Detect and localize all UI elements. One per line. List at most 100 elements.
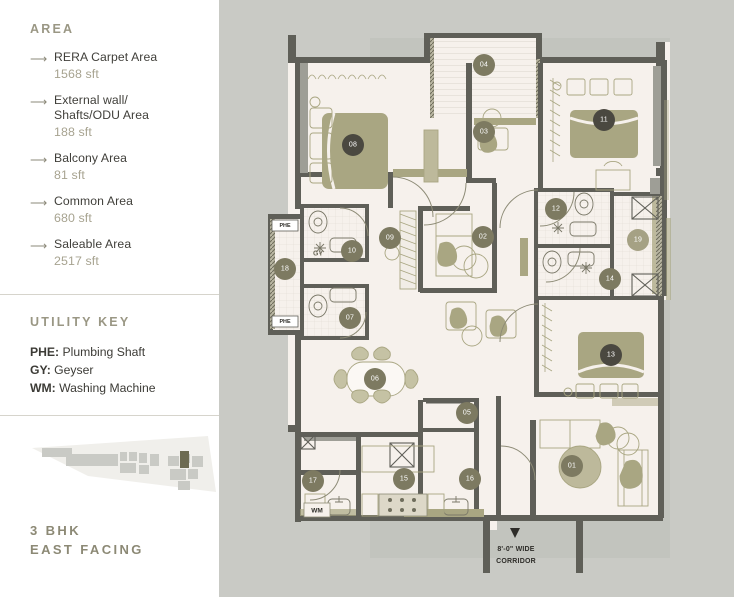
building-keyplan-panel: 3 BHK EAST FACING [0,416,219,559]
room-marker-12[interactable]: 12 [545,198,567,220]
arrow-right-icon: ⟶ [30,239,48,253]
room-number: 11 [600,117,608,124]
facing-label: EAST FACING [30,542,144,557]
room-marker-01[interactable]: 01 [561,455,583,477]
room-marker-02[interactable]: 02 [472,226,494,248]
room-number: 10 [348,248,356,255]
walls [268,33,667,573]
area-item-common: ⟶ Common Area 680 sft [30,194,201,226]
up-triangle-icon [510,528,520,538]
room-number: 16 [466,476,474,483]
door-swings [309,176,581,501]
room-marker-08[interactable]: 08 [342,134,364,156]
room-number: 13 [607,352,615,359]
building-keyplan-icon [32,436,216,492]
utility-key-title: UTILITY KEY [30,315,131,329]
utility-meaning: Plumbing Shaft [59,345,146,359]
room-number: 07 [346,315,354,322]
room-number: 18 [281,266,289,273]
utility-entry-wm: WM: Washing Machine [30,379,201,397]
corridor-label: CORRIDOR [496,558,536,565]
divider [0,415,219,416]
area-item-label: RERA Carpet Area [54,50,158,64]
arrow-right-icon: ⟶ [30,196,48,210]
room-marker-19[interactable]: 19 [627,229,649,251]
room-marker-18[interactable]: 18 [274,258,296,280]
arrow-right-icon: ⟶ [30,95,48,109]
shaft-crosses [300,196,659,468]
utility-labels: PHE PHE GY WM [271,219,331,518]
label-phe-bottom: PHE [279,319,290,325]
room-number: 15 [400,476,408,483]
room-number: 05 [463,410,471,417]
arrow-right-icon: ⟶ [30,52,48,66]
balcony-04 [430,34,540,118]
area-item-external-wall: ⟶ External wall/ Shafts/ODU Area 188 sft [30,93,201,140]
label-wm: WM [311,508,323,515]
label-gy: GY [313,251,323,258]
room-marker-16[interactable]: 16 [459,468,481,490]
area-list: ⟶ RERA Carpet Area 1568 sft ⟶ External w… [30,50,201,269]
area-item-value: 1568 sft [54,67,99,81]
room-number: 06 [371,376,379,383]
utility-entry-gy: GY: Geyser [30,361,201,379]
room-number: 02 [479,234,487,241]
utility-abbr: PHE: [30,345,60,359]
kitchen-hob [378,493,428,517]
unit-type-label: 3 BHK [30,523,82,538]
utility-entry-phe: PHE: Plumbing Shaft [30,343,201,361]
divider [0,294,219,295]
room-marker-15[interactable]: 15 [393,468,415,490]
room-marker-07[interactable]: 07 [339,307,361,329]
area-panel: AREA ⟶ RERA Carpet Area 1568 sft ⟶ Exter… [0,0,219,294]
floor-plan-drawing[interactable]: 01 02 03 04 05 [219,0,734,597]
room-number: 17 [309,478,317,485]
room-marker-09[interactable]: 09 [379,227,401,249]
area-item-label: Balcony Area [54,151,128,165]
room-marker-13[interactable]: 13 [600,344,622,366]
area-item-value: 2517 sft [54,254,99,268]
utility-niche [426,400,470,432]
corridor-callout: 8'-0" WIDE CORRIDOR [496,528,536,565]
room-number: 19 [634,237,642,244]
furniture-study-09 [384,129,439,290]
sidebar: AREA ⟶ RERA Carpet Area 1568 sft ⟶ Exter… [0,0,219,597]
area-item-value: 680 sft [54,211,92,225]
area-item-rera-carpet: ⟶ RERA Carpet Area 1568 sft [30,50,201,82]
room-number: 01 [568,463,576,470]
arrow-right-icon: ⟶ [30,153,48,167]
room-marker-03[interactable]: 03 [473,121,495,143]
room-marker-05[interactable]: 05 [456,402,478,424]
room-marker-14[interactable]: 14 [599,268,621,290]
room-number: 12 [552,206,560,213]
room-marker-06[interactable]: 06 [364,368,386,390]
room-marker-10[interactable]: 10 [341,240,363,262]
utility-meaning: Geyser [50,363,94,377]
room-marker-17[interactable]: 17 [302,470,324,492]
area-panel-title: AREA [30,22,75,36]
room-number: 04 [480,62,488,69]
corridor-width-label: 8'-0" WIDE [497,546,534,553]
area-item-saleable: ⟶ Saleable Area 2517 sft [30,237,201,269]
utility-abbr: WM: [30,381,56,395]
area-item-balcony: ⟶ Balcony Area 81 sft [30,151,201,183]
partitions [300,63,661,441]
room-marker-04[interactable]: 04 [473,54,495,76]
utility-key-panel: UTILITY KEY PHE: Plumbing Shaft GY: Geys… [0,295,219,415]
room-markers[interactable]: 01 02 03 04 05 [274,54,649,492]
room-marker-11[interactable]: 11 [593,109,615,131]
room-number: 03 [480,129,488,136]
area-item-label: External wall/ Shafts/ODU Area [54,93,149,122]
room-number: 09 [386,235,394,242]
room-number: 08 [349,142,357,149]
shaft-hatching [270,196,662,329]
area-item-value: 81 sft [54,168,85,182]
floor-plan-canvas[interactable]: 01 02 03 04 05 [219,0,734,597]
utility-meaning: Washing Machine [55,381,156,395]
area-item-label: Common Area [54,194,133,208]
area-item-value: 188 sft [54,125,92,139]
area-item-label: Saleable Area [54,237,132,251]
room-number: 14 [606,276,614,283]
label-phe-top: PHE [279,223,290,229]
